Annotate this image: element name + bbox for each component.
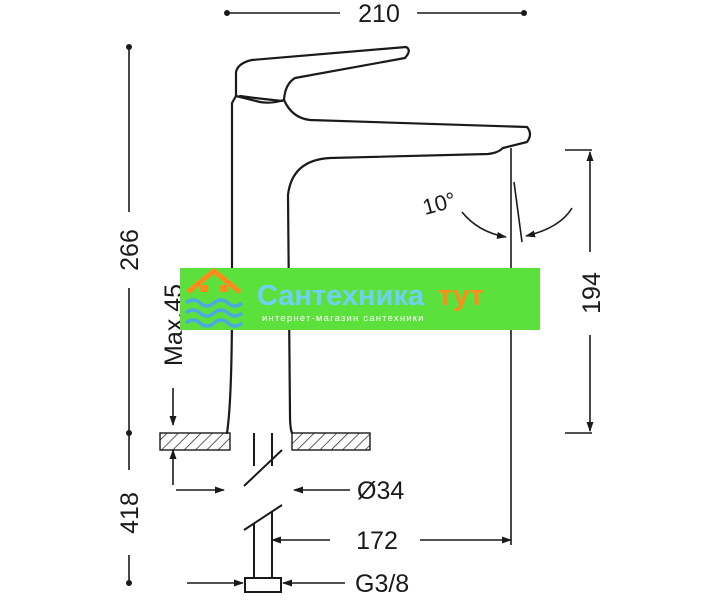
height-label: 266 (116, 229, 144, 271)
supply-pipe (243, 433, 283, 593)
watermark-title: Сантехника (257, 280, 425, 312)
width-dimension (224, 10, 527, 16)
hose-label: 418 (116, 492, 144, 534)
faucet-body (225, 45, 532, 435)
house-waves-icon (184, 268, 244, 328)
watermark-banner: Сантехника тут интернет-магазин сантехни… (180, 268, 540, 330)
watermark-subtitle: интернет-магазин сантехники (262, 313, 425, 324)
outlet-lines (510, 148, 523, 545)
angle-label: 10° (420, 187, 459, 220)
width-label: 210 (358, 0, 400, 28)
hose-dimension (126, 433, 132, 586)
spout-height-label: 194 (578, 272, 606, 314)
reach-label: 172 (356, 527, 398, 555)
diameter-label: Ø34 (357, 477, 404, 505)
angle-arcs (461, 207, 573, 239)
watermark-accent: тут (438, 280, 484, 312)
countertop (159, 432, 371, 451)
spout-height-dimension (565, 149, 594, 434)
svg-text:Сантехника тут: Сантехника тут (257, 280, 484, 312)
connection-label: G3/8 (355, 570, 409, 598)
height-dimension (126, 44, 132, 436)
